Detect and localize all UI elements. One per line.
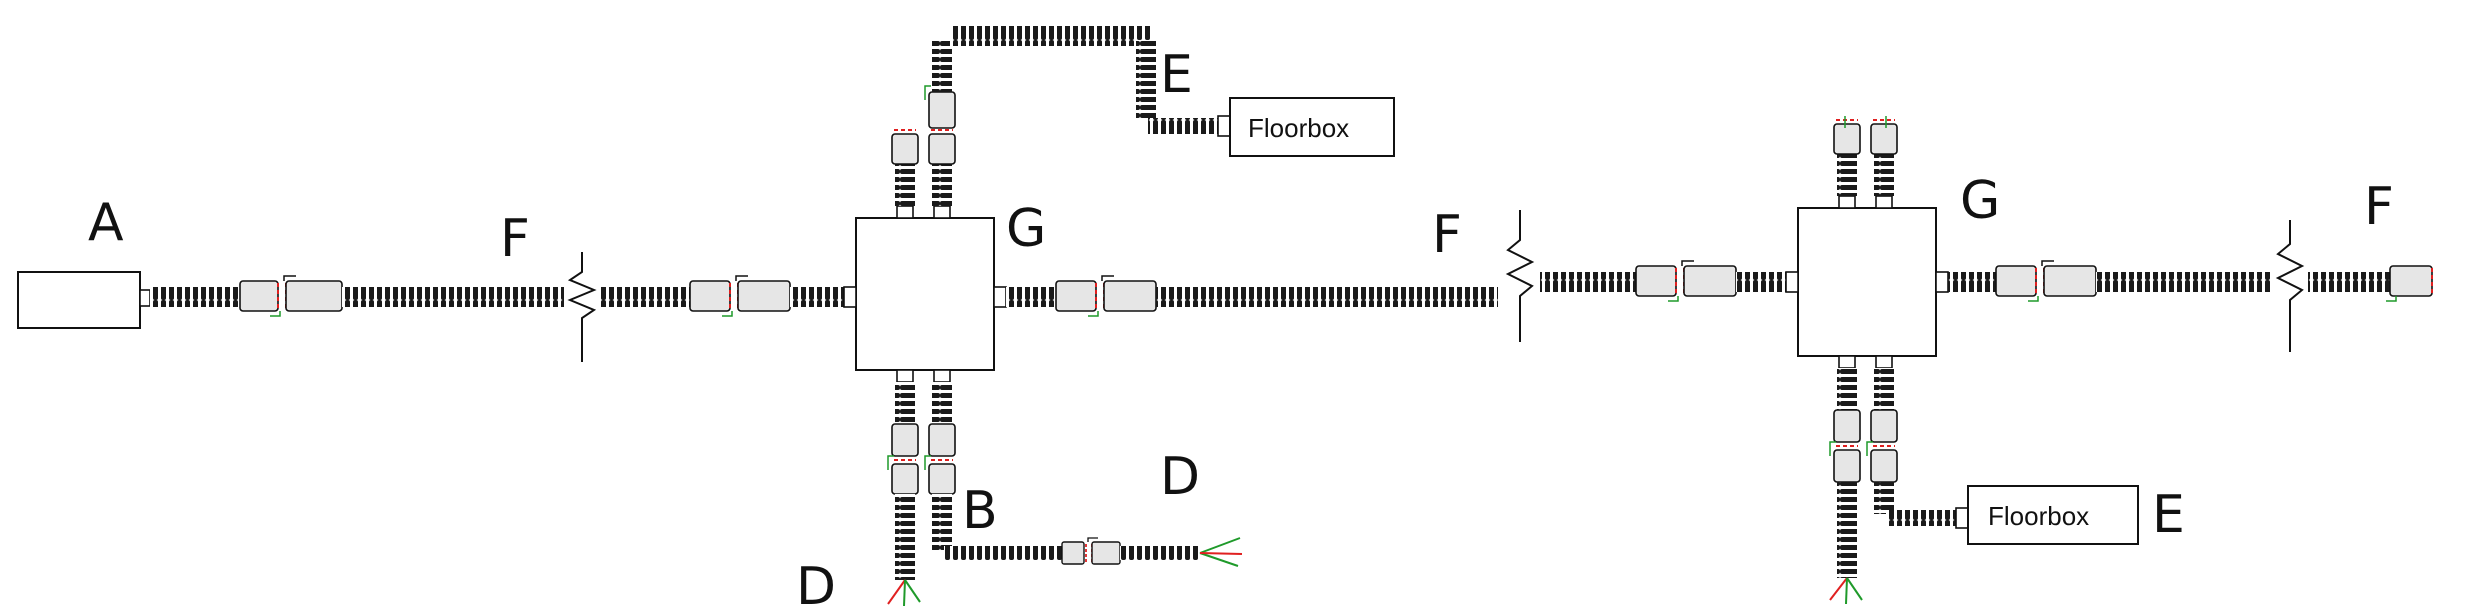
conduit-g2-down [1837,482,1857,578]
conduit-e-to-floorbox [1148,118,1218,134]
conduit-b-down [932,494,952,550]
floorbox-right-label: Floorbox [1988,501,2089,531]
conduit-b-tail [1120,546,1200,560]
floorbox-connector-left [1217,115,1231,137]
connector-g1-bottom-2 [933,369,951,383]
fittings-g2-top [1833,116,1898,196]
wire-ends-d-left [887,579,921,607]
device-box-a [17,271,141,329]
wire-ends-d-right [1199,537,1243,567]
connector-g1-top-1 [896,205,914,219]
conduit-g1-top-run [950,26,1150,46]
conduit-g1-right [1006,287,1056,307]
floorbox-left-label: Floorbox [1248,113,1349,143]
connector-g2-bottom-2 [1875,355,1893,369]
coupling-f-mid [689,275,791,317]
conduit-a [150,287,240,307]
box-connector [139,289,151,307]
label-f2: F [1432,205,1462,265]
conduit-g2-right [1948,272,1996,292]
break-mark-f3-right [2275,220,2305,352]
connector-g1-left [843,286,857,308]
label-g2: G [1960,171,2000,231]
junction-box-g1 [855,217,995,371]
conduit-f3-tail [2308,272,2390,292]
connector-g2-top-1 [1838,195,1856,209]
break-mark-f1 [567,252,597,362]
label-a: A [88,193,124,253]
conduit-e2-run [1886,510,1956,526]
label-b: B [962,481,998,541]
conduit-f3-run [2096,272,2272,292]
coupling-b [1061,537,1121,565]
conduit-b-run [944,546,1062,560]
coupling-right-left [1635,260,1737,302]
label-e1: E [1160,45,1193,105]
connector-g1-right [993,286,1007,308]
label-f3: F [2364,177,2394,237]
label-d-right: D [1160,447,1200,507]
label-f1: F [500,209,530,269]
fittings-g1-top [891,85,956,206]
fittings-g1-bottom [887,382,956,495]
floorbox-right [1967,485,2139,545]
connector-g1-top-2 [933,205,951,219]
connector-g2-bottom-1 [1838,355,1856,369]
conduit-f2-run [1156,287,1498,307]
junction-box-g2 [1797,207,1937,357]
fittings-g2-bottom [1829,368,1898,483]
wire-ends-g2 [1829,577,1863,605]
floorbox-connector-right [1955,507,1969,529]
coupling-a [239,275,343,317]
conduit-g2-to-e [1874,482,1894,514]
coupling-g2-right [1995,260,2097,302]
break-mark-f2 [1505,210,1535,342]
label-g1: G [1006,199,1046,259]
conduit-into-g1 [790,287,846,307]
label-d-left: D [796,557,836,615]
label-e2: E [2152,485,2185,545]
coupling-g1-right [1055,275,1157,317]
connector-g2-right [1935,271,1949,293]
floorbox-left [1229,97,1395,157]
conduit-f-mid [598,287,690,307]
connector-g2-left [1785,271,1799,293]
connector-g1-bottom-1 [896,369,914,383]
coupling-f3-end [2386,265,2433,302]
conduit-g1-top-riser [932,40,952,92]
conduit-into-g2 [1736,272,1786,292]
conduit-right-left-run [1540,272,1636,292]
conduit-f-left [342,287,564,307]
connector-g2-top-2 [1875,195,1893,209]
conduit-e-drop [1136,40,1156,118]
conduit-d-down [895,494,915,580]
